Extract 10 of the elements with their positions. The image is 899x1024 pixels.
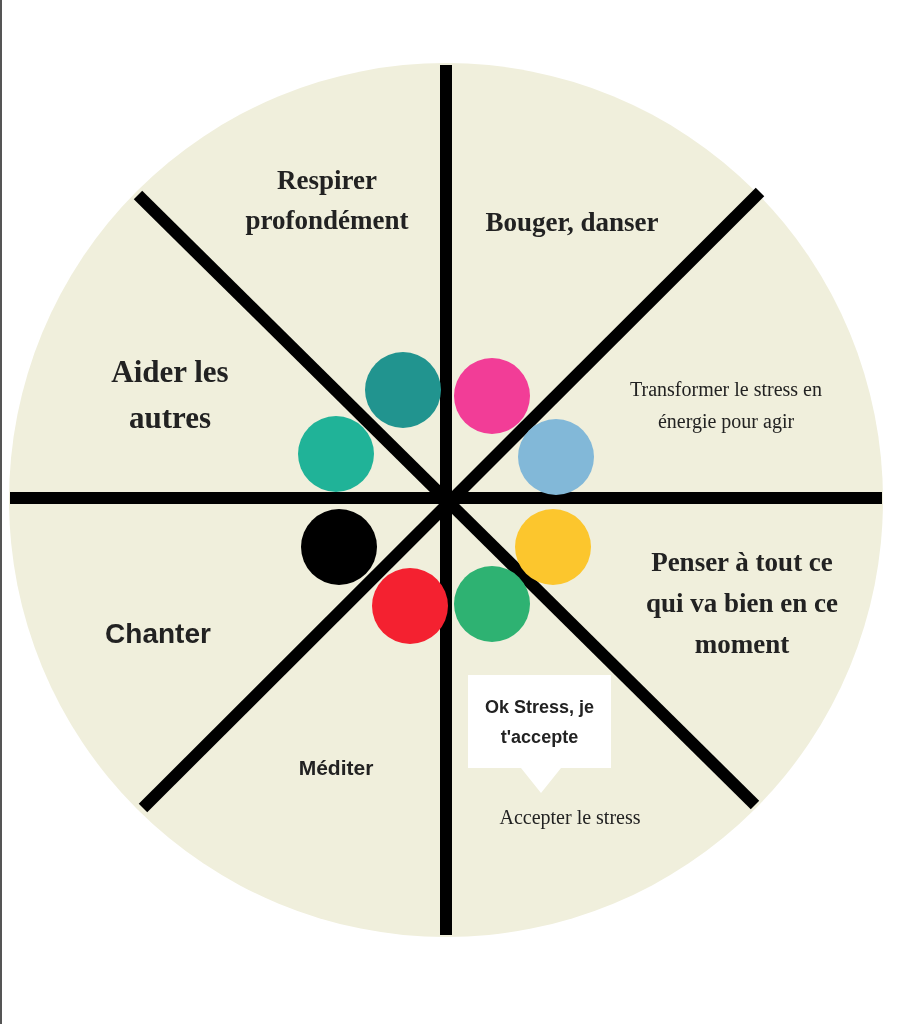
sector-label: Aider les autres [110, 353, 230, 437]
sector-label: Bouger, danser [485, 206, 659, 239]
sector-label: Accepter le stress [499, 805, 641, 831]
sector-label: Penser à tout ce qui va bien en ce moment [645, 545, 839, 661]
speech-bubble [468, 675, 611, 793]
sector-label: Respirer profondément [244, 164, 410, 237]
sector-label: Transformer le stress en énergie pour agir [629, 377, 823, 435]
sector-label: Méditer [298, 755, 374, 782]
bubble-text: Ok Stress, je t'accepte [483, 695, 596, 749]
sector-label: Chanter [105, 617, 211, 651]
